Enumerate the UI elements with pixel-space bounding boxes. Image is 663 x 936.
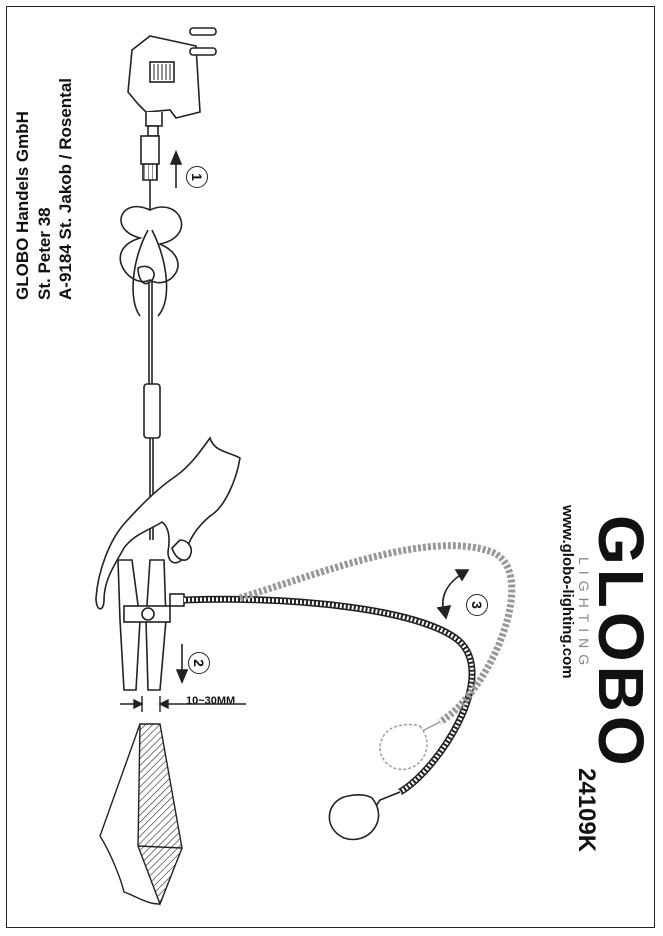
- gooseneck-lamp-icon: [183, 595, 476, 841]
- page-border: [6, 6, 655, 928]
- hand-icon: [95, 436, 241, 610]
- cord-icon: [119, 135, 183, 384]
- power-plug-icon: [127, 27, 217, 137]
- inline-switch-icon: [143, 383, 161, 439]
- table-section: [99, 723, 183, 906]
- gooseneck-alt-position: [238, 542, 516, 771]
- rotation-arrow-icon: [436, 569, 470, 620]
- clamp-icon: [117, 559, 185, 691]
